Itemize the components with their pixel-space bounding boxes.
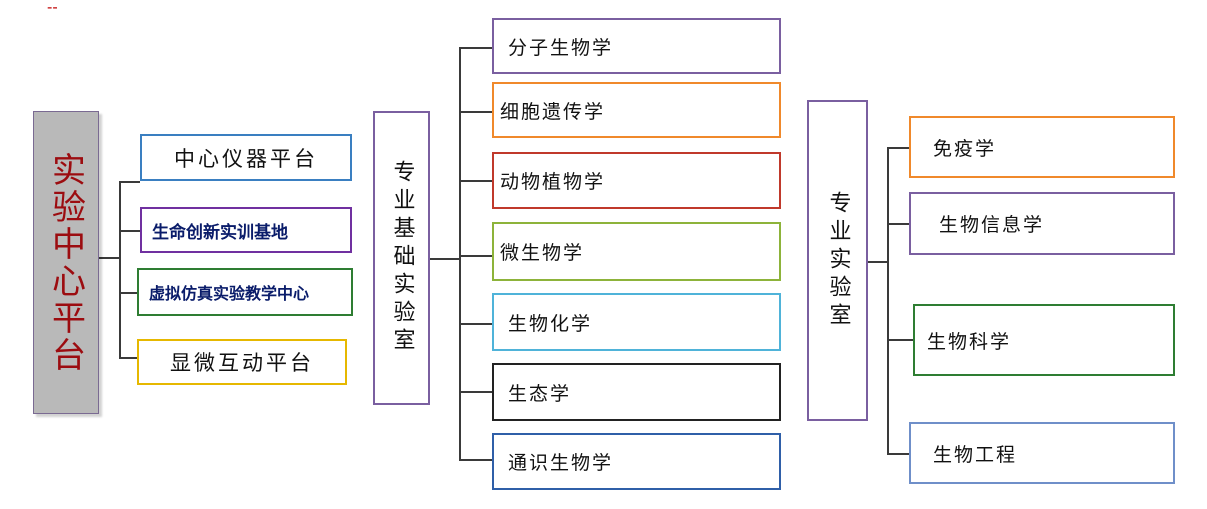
course-label: 生态学 — [508, 382, 572, 405]
course-label: 动物植物学 — [500, 171, 606, 193]
course-label: 生物信息学 — [939, 214, 1045, 236]
platform-instrument-label: 中心仪器平台 — [174, 146, 318, 171]
course-microbiology: 微生物学 — [492, 222, 781, 281]
course-biochemistry: 生物化学 — [492, 293, 781, 351]
course-bioengineering: 生物工程 — [909, 422, 1175, 484]
course-bioinformatics: 生物信息学 — [909, 192, 1175, 255]
platform-microscopy: 显微互动平台 — [137, 339, 347, 385]
course-biological-science: 生物科学 — [913, 304, 1175, 376]
platform-instrument: 中心仪器平台 — [140, 134, 352, 181]
professional-lab-title: 专业实验室 — [825, 190, 851, 331]
platform-innovation-base: 生命创新实训基地 — [140, 207, 352, 253]
platform-virtual-simulation: 虚拟仿真实验教学中心 — [137, 268, 353, 316]
basic-lab-box: 专业基础实验室 — [373, 111, 430, 405]
dash-marker: -- — [47, 0, 58, 16]
course-label: 生物科学 — [927, 330, 1012, 353]
course-label: 微生物学 — [500, 242, 585, 264]
course-molecular-biology: 分子生物学 — [492, 18, 781, 74]
course-zoology-botany: 动物植物学 — [492, 152, 781, 209]
platform-virtual-simulation-label: 虚拟仿真实验教学中心 — [149, 284, 310, 303]
center-platform-box: 实验中心平台 — [33, 111, 99, 414]
center-platform-title: 实验中心平台 — [46, 151, 85, 374]
course-cell-genetics: 细胞遗传学 — [492, 82, 781, 138]
professional-lab-box: 专业实验室 — [807, 100, 868, 421]
platform-microscopy-label: 显微互动平台 — [170, 351, 314, 375]
course-label: 通识生物学 — [508, 452, 614, 474]
basic-lab-title: 专业基础实验室 — [389, 160, 415, 356]
course-ecology: 生态学 — [492, 363, 781, 421]
course-general-biology: 通识生物学 — [492, 433, 781, 490]
platform-innovation-base-label: 生命创新实训基地 — [152, 222, 288, 243]
course-label: 生物工程 — [933, 443, 1018, 466]
course-label: 分子生物学 — [508, 36, 614, 59]
course-label: 生物化学 — [508, 312, 593, 335]
course-label: 细胞遗传学 — [500, 100, 606, 123]
course-immunology: 免疫学 — [909, 116, 1175, 178]
course-label: 免疫学 — [933, 137, 997, 160]
